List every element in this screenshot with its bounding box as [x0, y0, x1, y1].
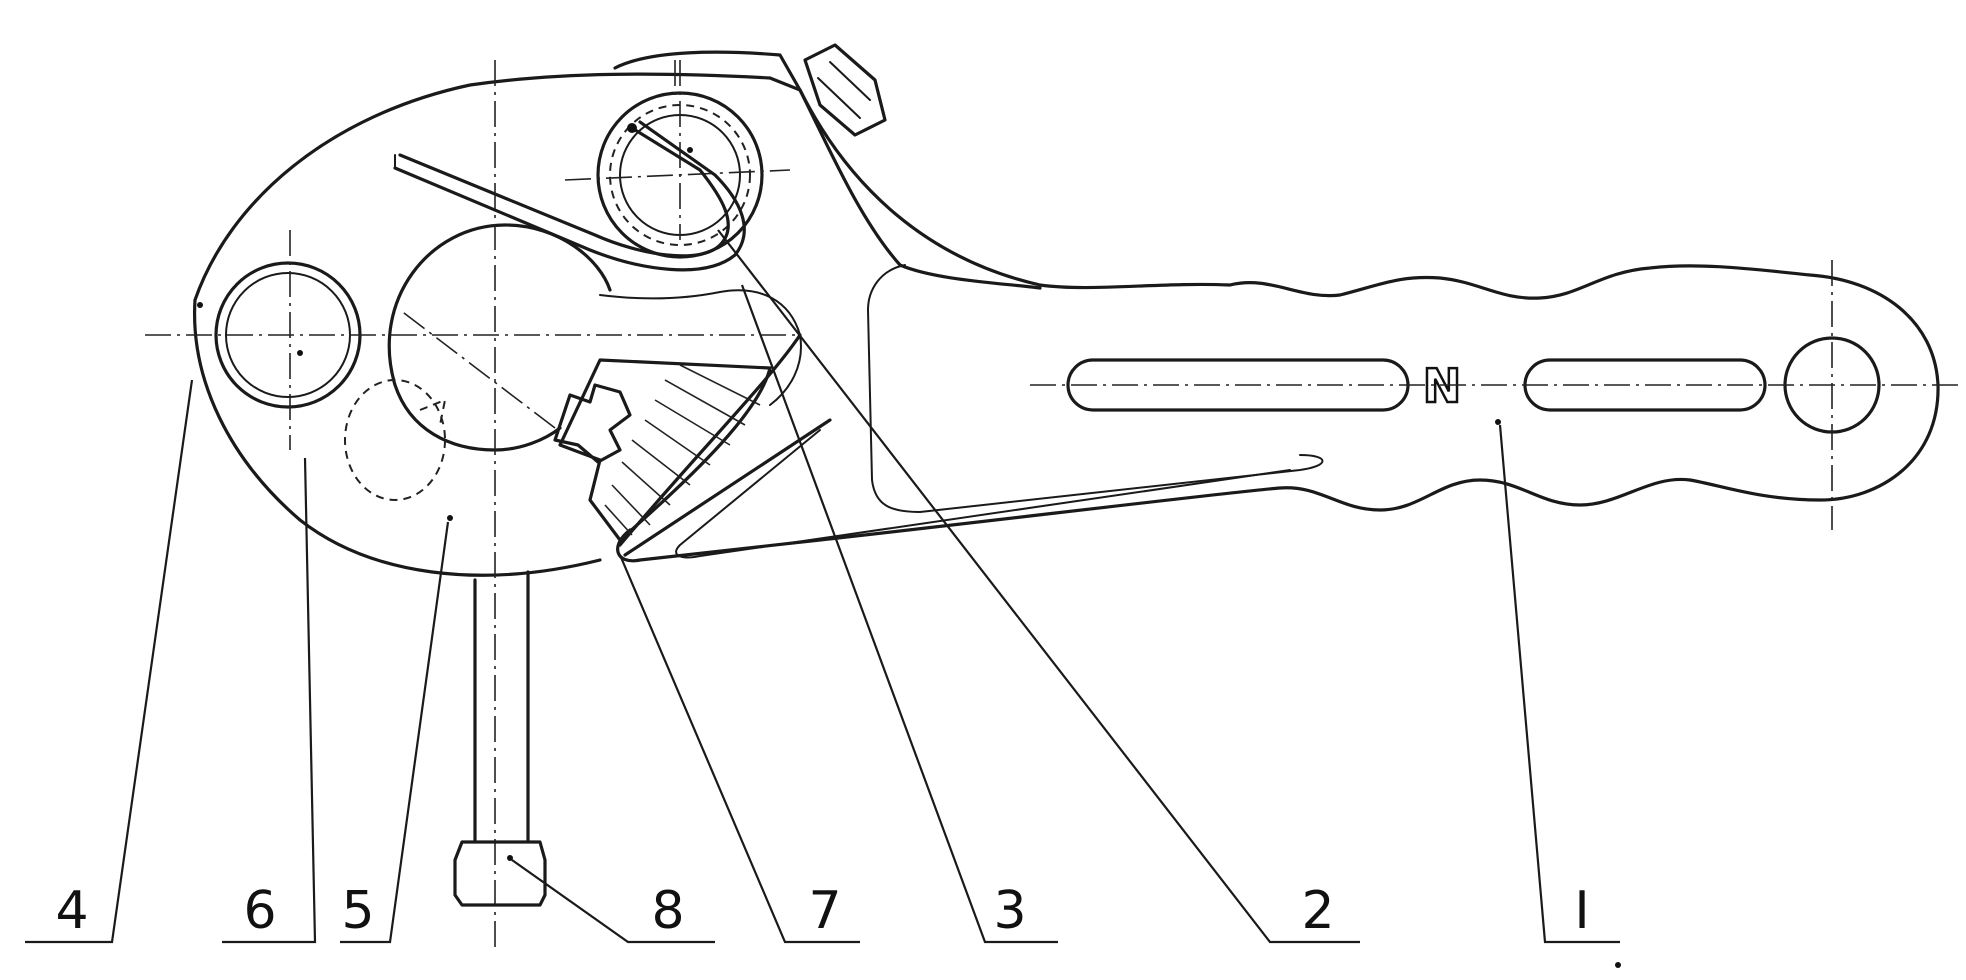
cam-outline: [387, 223, 612, 452]
ratchet-teeth: [553, 383, 632, 464]
handle-marking-dot: [1495, 419, 1501, 425]
leader-7: [618, 554, 860, 944]
hatched-section: [558, 358, 772, 542]
label-8: 8: [651, 881, 684, 941]
spring-wire: [393, 120, 746, 272]
inner-slot-boundary: [599, 289, 802, 406]
lever-lower-edge: [616, 477, 1692, 563]
leader-2: [717, 229, 1360, 944]
lever-upper-edge: [798, 88, 1940, 502]
leader-4: [25, 379, 194, 944]
leader-6: [222, 457, 317, 944]
label-4: 4: [55, 881, 88, 941]
stem-nut: [453, 840, 547, 907]
spring-hub: [564, 60, 791, 259]
lever-arm: [616, 43, 1940, 563]
central-cam: [387, 223, 612, 521]
adjusting-stem: [453, 570, 547, 907]
leader-3: [740, 284, 1058, 944]
lever-inner-recess: [867, 264, 1324, 513]
leader-8: [511, 859, 715, 944]
label-5: 5: [341, 881, 374, 941]
label-6: 6: [243, 881, 276, 941]
label-I: I: [1574, 881, 1589, 941]
leader-I: [1498, 424, 1620, 944]
lever-v-channel: [675, 429, 1291, 559]
handle-marking: N: [1423, 359, 1462, 413]
bolt-head: [803, 43, 887, 137]
main-body: [192, 50, 1042, 577]
hidden-pawl: [344, 379, 447, 501]
label-3: 3: [993, 881, 1026, 941]
label-7: 7: [808, 881, 841, 941]
leader-lines: [25, 229, 1620, 944]
label-2: 2: [1301, 881, 1334, 941]
part-labels: 4 6 5 8 7 3 2 I: [55, 881, 1589, 941]
lever-slots: N: [1066, 358, 1767, 425]
upper-lobe: [613, 50, 802, 92]
end-pivot: [1783, 260, 1881, 530]
lever-v-outer: [618, 333, 832, 557]
leader-5: [340, 521, 450, 944]
body-outline: [192, 72, 1042, 577]
left-pivot: [197, 230, 362, 450]
